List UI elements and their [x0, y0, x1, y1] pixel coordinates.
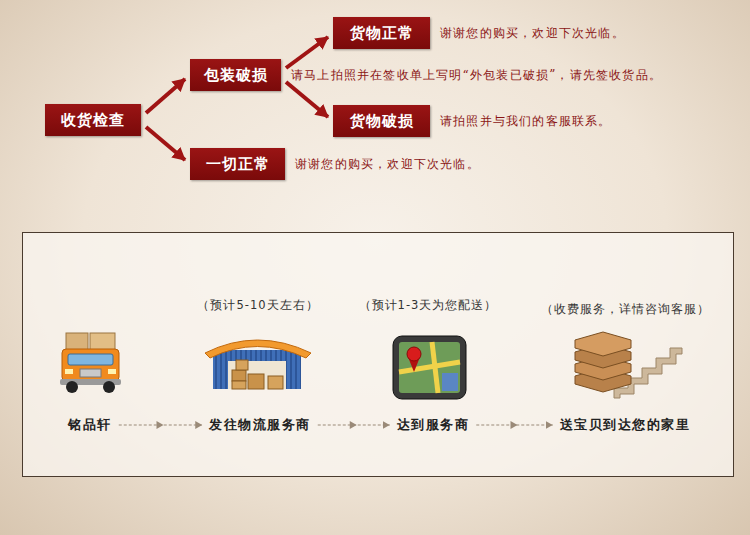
flow-arrow: [286, 82, 328, 117]
box-label: 货物正常: [350, 24, 414, 43]
step-arrow-mark: [350, 421, 357, 429]
instruction-note: 请拍照并与我们的客服联系。: [440, 113, 612, 130]
gps-icon: [393, 336, 466, 399]
box-label: 包装破损: [204, 66, 268, 85]
box-label: 收货检查: [61, 111, 125, 130]
step-arrow-mark: [157, 421, 164, 429]
step-arrow-mark: [511, 421, 518, 429]
step-label: 达到服务商: [397, 416, 470, 434]
instruction-note: 请马上拍照并在签收单上写明“外包装已破损”，请先签收货品。: [291, 67, 662, 84]
process-box: 货物破损: [333, 105, 430, 137]
delivery-stairs-icon: [575, 332, 682, 398]
flow-arrow: [286, 37, 328, 68]
warehouse-icon: [205, 340, 311, 389]
instruction-note: 谢谢您的购买，欢迎下次光临。: [440, 25, 625, 42]
process-box: 收货检查: [45, 104, 141, 136]
time-note: （预计1-3天为您配送）: [359, 298, 498, 313]
box-label: 一切正常: [206, 155, 270, 174]
flow-arrow: [146, 127, 185, 160]
truck-icon: [60, 333, 121, 393]
box-label: 货物破损: [350, 112, 414, 131]
step-label: 发往物流服务商: [209, 416, 311, 434]
process-box: 包装破损: [190, 59, 281, 91]
time-note: （收费服务，详情咨询客服）: [541, 302, 710, 317]
time-note: （预计5-10天左右）: [197, 298, 318, 313]
step-label: 送宝贝到达您的家里: [560, 416, 691, 434]
instruction-note: 谢谢您的购买，欢迎下次光临。: [295, 156, 480, 173]
step-label: 铭品轩: [68, 416, 112, 434]
flow-arrow: [146, 79, 185, 113]
process-box: 一切正常: [190, 148, 285, 180]
process-box: 货物正常: [333, 17, 430, 49]
